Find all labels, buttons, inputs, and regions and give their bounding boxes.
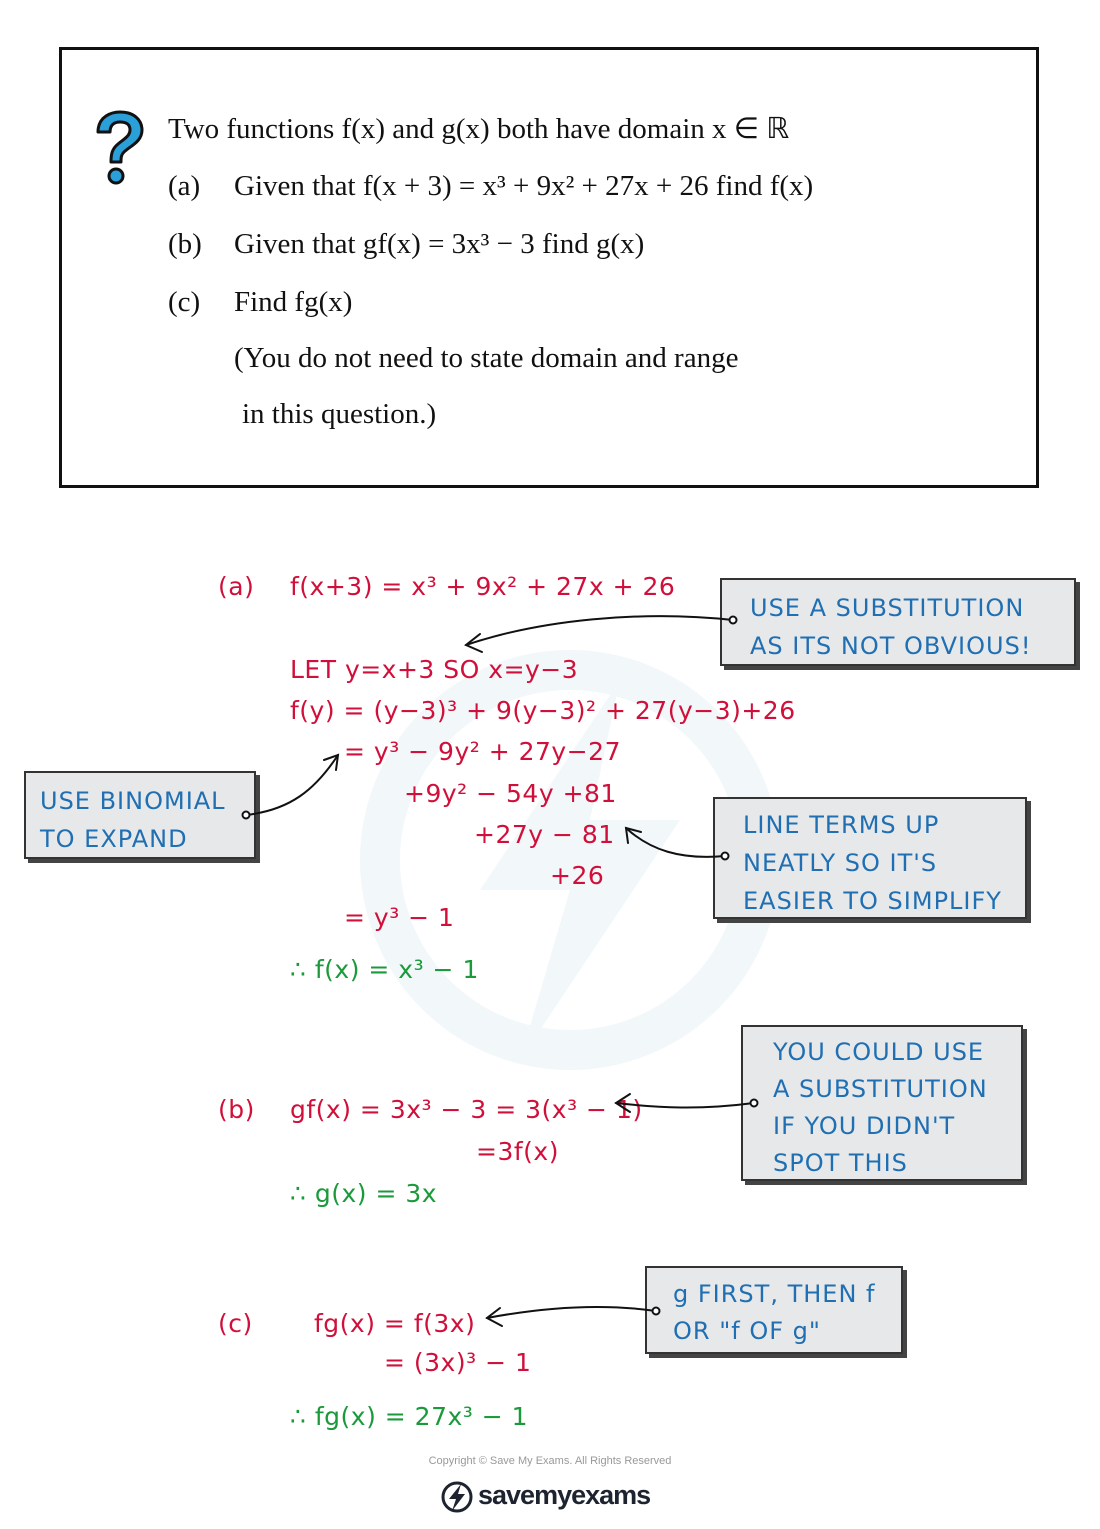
part-a-label: (a) (168, 170, 201, 202)
solution-a-expand-1: = y³ − 9y² + 27y−27 (344, 737, 621, 766)
solution-c-line2: = (3x)³ − 1 (384, 1348, 532, 1377)
arrow-substitution (465, 615, 734, 646)
note-binomial-line1: USE BINOMIAL (40, 787, 226, 815)
note-could-use: YOU COULD USE A SUBSTITUTION IF YOU DIDN… (741, 1025, 1023, 1181)
solution-c-label: (c) (218, 1309, 253, 1338)
solution-a-expand-3: +27y − 81 (474, 820, 615, 849)
solution-a-simplified: = y³ − 1 (344, 903, 455, 932)
solution-a-label: (a) (218, 572, 255, 601)
brand-name: savemyexams (478, 1480, 651, 1510)
note-g-first-line1: g FIRST, THEN f (673, 1280, 876, 1308)
note-substitution-line1: USE A SUBSTITUTION (750, 594, 1025, 622)
note-g-first: g FIRST, THEN f OR "f OF g" (645, 1266, 903, 1354)
note-line-terms-line2: NEATLY SO IT'S (743, 849, 938, 877)
note-line-terms: LINE TERMS UP NEATLY SO IT'S EASIER TO S… (713, 797, 1027, 919)
note-line-terms-line3: EASIER TO SIMPLIFY (743, 887, 1002, 915)
solution-a-expand-2: +9y² − 54y +81 (404, 779, 617, 808)
part-a-text: Given that f(x + 3) = x³ + 9x² + 27x + 2… (234, 170, 814, 202)
arrow-g-first (486, 1306, 657, 1319)
note-binomial: USE BINOMIAL TO EXPAND (24, 771, 256, 859)
part-b-text: Given that gf(x) = 3x³ − 3 find g(x) (234, 228, 645, 260)
arrow-could-use (615, 1102, 755, 1109)
solution-c-answer: ∴ fg(x) = 27x³ − 1 (290, 1402, 529, 1431)
note-binomial-line2: TO EXPAND (40, 825, 188, 853)
note-could-use-line3: IF YOU DIDN'T (773, 1112, 956, 1140)
question-mark-icon (96, 110, 144, 185)
note-g-first-line2: OR "f OF g" (673, 1317, 821, 1345)
question-note-line2: in this question.) (242, 398, 437, 430)
solution-a-answer: ∴ f(x) = x³ − 1 (290, 955, 479, 984)
question-note-line1: (You do not need to state domain and ran… (234, 342, 739, 374)
note-line-terms-line1: LINE TERMS UP (743, 811, 940, 839)
question-box (59, 47, 1039, 488)
lightning-bolt-icon (441, 1481, 473, 1513)
solution-a-fy: f(y) = (y−3)³ + 9(y−3)² + 27(y−3)+26 (290, 696, 796, 725)
solution-a-given: f(x+3) = x³ + 9x² + 27x + 26 (290, 572, 676, 601)
solution-a-expand-4: +26 (550, 861, 605, 890)
arrow-binomial (245, 754, 339, 816)
note-substitution: USE A SUBSTITUTION AS ITS NOT OBVIOUS! (720, 578, 1076, 666)
part-c-label: (c) (168, 286, 201, 318)
part-c-text: Find fg(x) (234, 286, 353, 318)
part-b-label: (b) (168, 228, 202, 260)
note-could-use-line2: A SUBSTITUTION (773, 1075, 988, 1103)
note-could-use-line1: YOU COULD USE (773, 1038, 985, 1066)
copyright-text: Copyright © Save My Exams. All Rights Re… (428, 1455, 672, 1467)
arrow-line-terms (625, 827, 726, 858)
solution-b-line1: gf(x) = 3x³ − 3 = 3(x³ − 1) (290, 1095, 643, 1124)
solution-a-let: LET y=x+3 SO x=y−3 (290, 655, 579, 684)
solution-b-line2: =3f(x) (476, 1137, 559, 1166)
solution-b-label: (b) (218, 1095, 255, 1124)
solution-c-line1: fg(x) = f(3x) (314, 1309, 476, 1338)
brand-logo: savemyexams (440, 1478, 680, 1518)
solution-b-answer: ∴ g(x) = 3x (290, 1179, 438, 1208)
note-substitution-line2: AS ITS NOT OBVIOUS! (750, 632, 1032, 660)
question-intro: Two functions f(x) and g(x) both have do… (168, 113, 790, 145)
note-could-use-line4: SPOT THIS (773, 1149, 908, 1177)
